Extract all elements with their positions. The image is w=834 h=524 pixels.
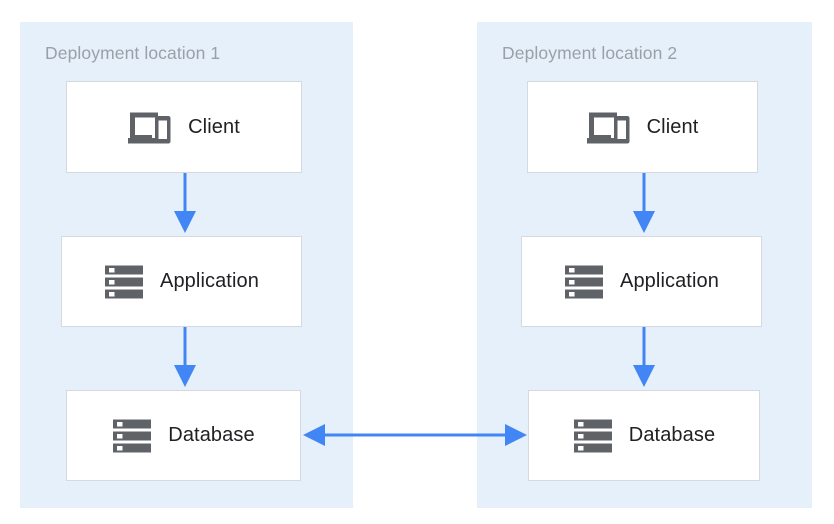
node-client-2-label: Client — [646, 115, 699, 138]
server-icon — [104, 262, 144, 302]
node-application-1-label: Application — [160, 270, 259, 292]
devices-icon — [586, 108, 631, 146]
node-database-1-label: Database — [168, 424, 255, 446]
node-application-2-label: Application — [620, 270, 719, 292]
node-database-2[interactable]: Database — [528, 390, 760, 481]
node-application-1[interactable]: Application — [61, 236, 302, 327]
server-icon — [564, 262, 604, 302]
node-client-1[interactable]: Client — [66, 81, 302, 173]
node-client-2[interactable]: Client — [527, 81, 758, 173]
zone-2-title: Deployment location 2 — [502, 43, 678, 63]
zone-1-title: Deployment location 1 — [45, 43, 221, 63]
node-database-2-label: Database — [628, 424, 716, 446]
node-application-2[interactable]: Application — [521, 236, 762, 327]
server-icon — [573, 416, 613, 456]
node-database-1[interactable]: Database — [66, 390, 301, 481]
node-client-1-label: Client — [188, 115, 240, 138]
devices-icon — [128, 108, 172, 146]
server-icon — [112, 416, 152, 456]
